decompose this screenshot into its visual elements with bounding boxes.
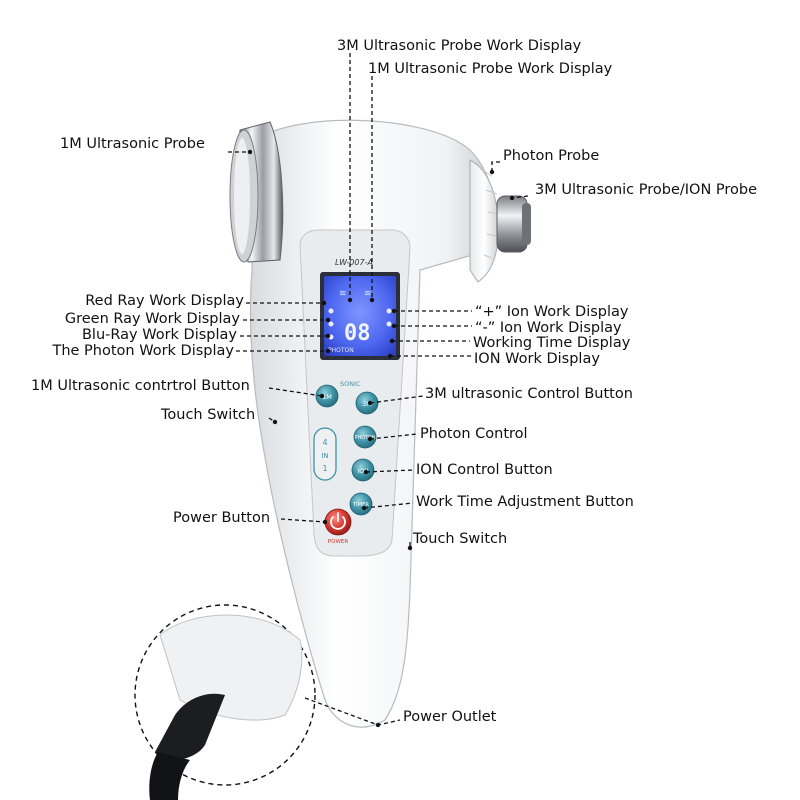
label-power-outlet: Power Outlet bbox=[403, 709, 497, 725]
button-1m[interactable]: 1M bbox=[315, 384, 339, 408]
label-1m-probe-display: 1M Ultrasonic Probe Work Display bbox=[368, 61, 613, 77]
label-3m-ion-probe: 3M Ultrasonic Probe/ION Probe bbox=[535, 182, 758, 198]
badge-4in1: 4 IN 1 bbox=[313, 427, 337, 481]
label-touch-switch-right: Touch Switch bbox=[413, 531, 508, 547]
label-red-ray: Red Ray Work Display bbox=[85, 293, 244, 309]
button-ion[interactable]: ION bbox=[351, 458, 375, 482]
photon-probe bbox=[469, 159, 500, 283]
svg-text:≋: ≋ bbox=[339, 289, 347, 299]
button-photon-text: PHOTON bbox=[355, 435, 376, 441]
button-timer[interactable]: TIMER bbox=[349, 492, 373, 516]
label-photon-probe: Photon Probe bbox=[503, 148, 600, 164]
leader-lines bbox=[228, 53, 529, 728]
label-minus-ion: “-” Ion Work Display bbox=[475, 320, 622, 336]
label-1m-control: 1M Ultrasonic contrtrol Button bbox=[31, 378, 250, 394]
button-3m-text: 3M bbox=[362, 400, 372, 408]
button-timer-text: TIMER bbox=[352, 502, 369, 508]
label-blu-ray: Blu-Ray Work Display bbox=[81, 327, 237, 343]
button-ion-text: ION bbox=[358, 468, 369, 475]
lcd-digits: 08 bbox=[344, 321, 371, 346]
label-3m-probe-display: 3M Ultrasonic Probe Work Display bbox=[337, 38, 582, 54]
probe-1m bbox=[229, 121, 284, 263]
label-3m-control: 3M ultrasonic Control Button bbox=[425, 386, 633, 402]
label-photon-control: Photon Control bbox=[420, 426, 528, 442]
button-3m[interactable]: 3M bbox=[355, 391, 379, 415]
label-green-ray: Green Ray Work Display bbox=[64, 311, 240, 327]
label-plus-ion: “+” Ion Work Display bbox=[475, 304, 629, 320]
power-text: POWER bbox=[328, 539, 349, 545]
probe-3m bbox=[496, 195, 531, 253]
label-touch-switch-left: Touch Switch bbox=[161, 407, 256, 423]
label-work-time-adjust: Work Time Adjustment Button bbox=[416, 494, 634, 510]
label-1m-probe: 1M Ultrasonic Probe bbox=[60, 136, 205, 152]
button-photon[interactable]: PHOTON bbox=[353, 425, 377, 449]
badge-4: 4 bbox=[322, 438, 327, 447]
lcd-photon-text: PHOTON bbox=[328, 347, 354, 354]
button-power[interactable]: POWER bbox=[324, 508, 352, 545]
label-ion-control: ION Control Button bbox=[416, 462, 553, 478]
label-photon-display: The Photon Work Display bbox=[52, 343, 234, 359]
outlet-zoom-inset bbox=[134, 604, 316, 800]
badge-1: 1 bbox=[322, 464, 327, 473]
lcd-screen: ≋ ≋ 08 PHOTON bbox=[320, 272, 400, 360]
sonic-text: SONIC bbox=[340, 380, 361, 388]
model-label: LW-007-A bbox=[335, 258, 373, 267]
svg-text:≋: ≋ bbox=[364, 289, 372, 299]
button-1m-text: 1M bbox=[322, 393, 332, 401]
label-working-time: Working Time Display bbox=[473, 335, 631, 351]
label-ion-work: ION Work Display bbox=[474, 351, 600, 367]
label-power-button: Power Button bbox=[173, 510, 271, 526]
badge-in: IN bbox=[321, 452, 328, 460]
